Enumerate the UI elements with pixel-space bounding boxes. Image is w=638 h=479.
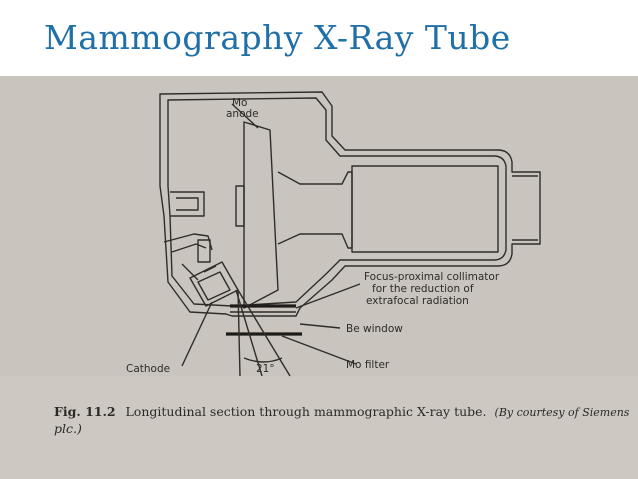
label-collimator-line3: extrafocal radiation (366, 295, 469, 307)
label-anode-line2: anode (226, 108, 259, 120)
mo-anode (235, 121, 499, 309)
caption-figure-number: Fig. 11.2 (54, 404, 116, 419)
leader-lines (181, 103, 361, 367)
label-anode-line1: Mo (232, 97, 247, 109)
xray-beam (235, 289, 291, 377)
slide-title: Mammography X-Ray Tube (44, 18, 511, 57)
rotor (351, 165, 499, 253)
caption-credit-line1: (By courtesy of Siemens (495, 406, 630, 419)
figure-caption: Fig. 11.2 Longitudinal section through m… (54, 404, 630, 419)
caption-credit-line2: plc.) (54, 421, 82, 436)
paper-lower-shade (0, 376, 638, 479)
tube-housing (159, 91, 541, 317)
label-mo-filter: Mo filter (346, 359, 390, 371)
diagram-photo: Mo anode Focus-proximal collimator for t… (0, 76, 638, 479)
label-collimator-line2: for the reduction of (372, 283, 474, 295)
label-cathode: Cathode (126, 363, 170, 375)
label-be-window: Be window (346, 323, 403, 335)
tube-diagram: Mo anode Focus-proximal collimator for t… (0, 76, 638, 479)
angle-arc (243, 357, 283, 363)
label-collimator-line1: Focus-proximal collimator (364, 271, 500, 283)
label-angle: 21° (256, 363, 275, 375)
caption-text: Longitudinal section through mammographi… (126, 404, 487, 419)
